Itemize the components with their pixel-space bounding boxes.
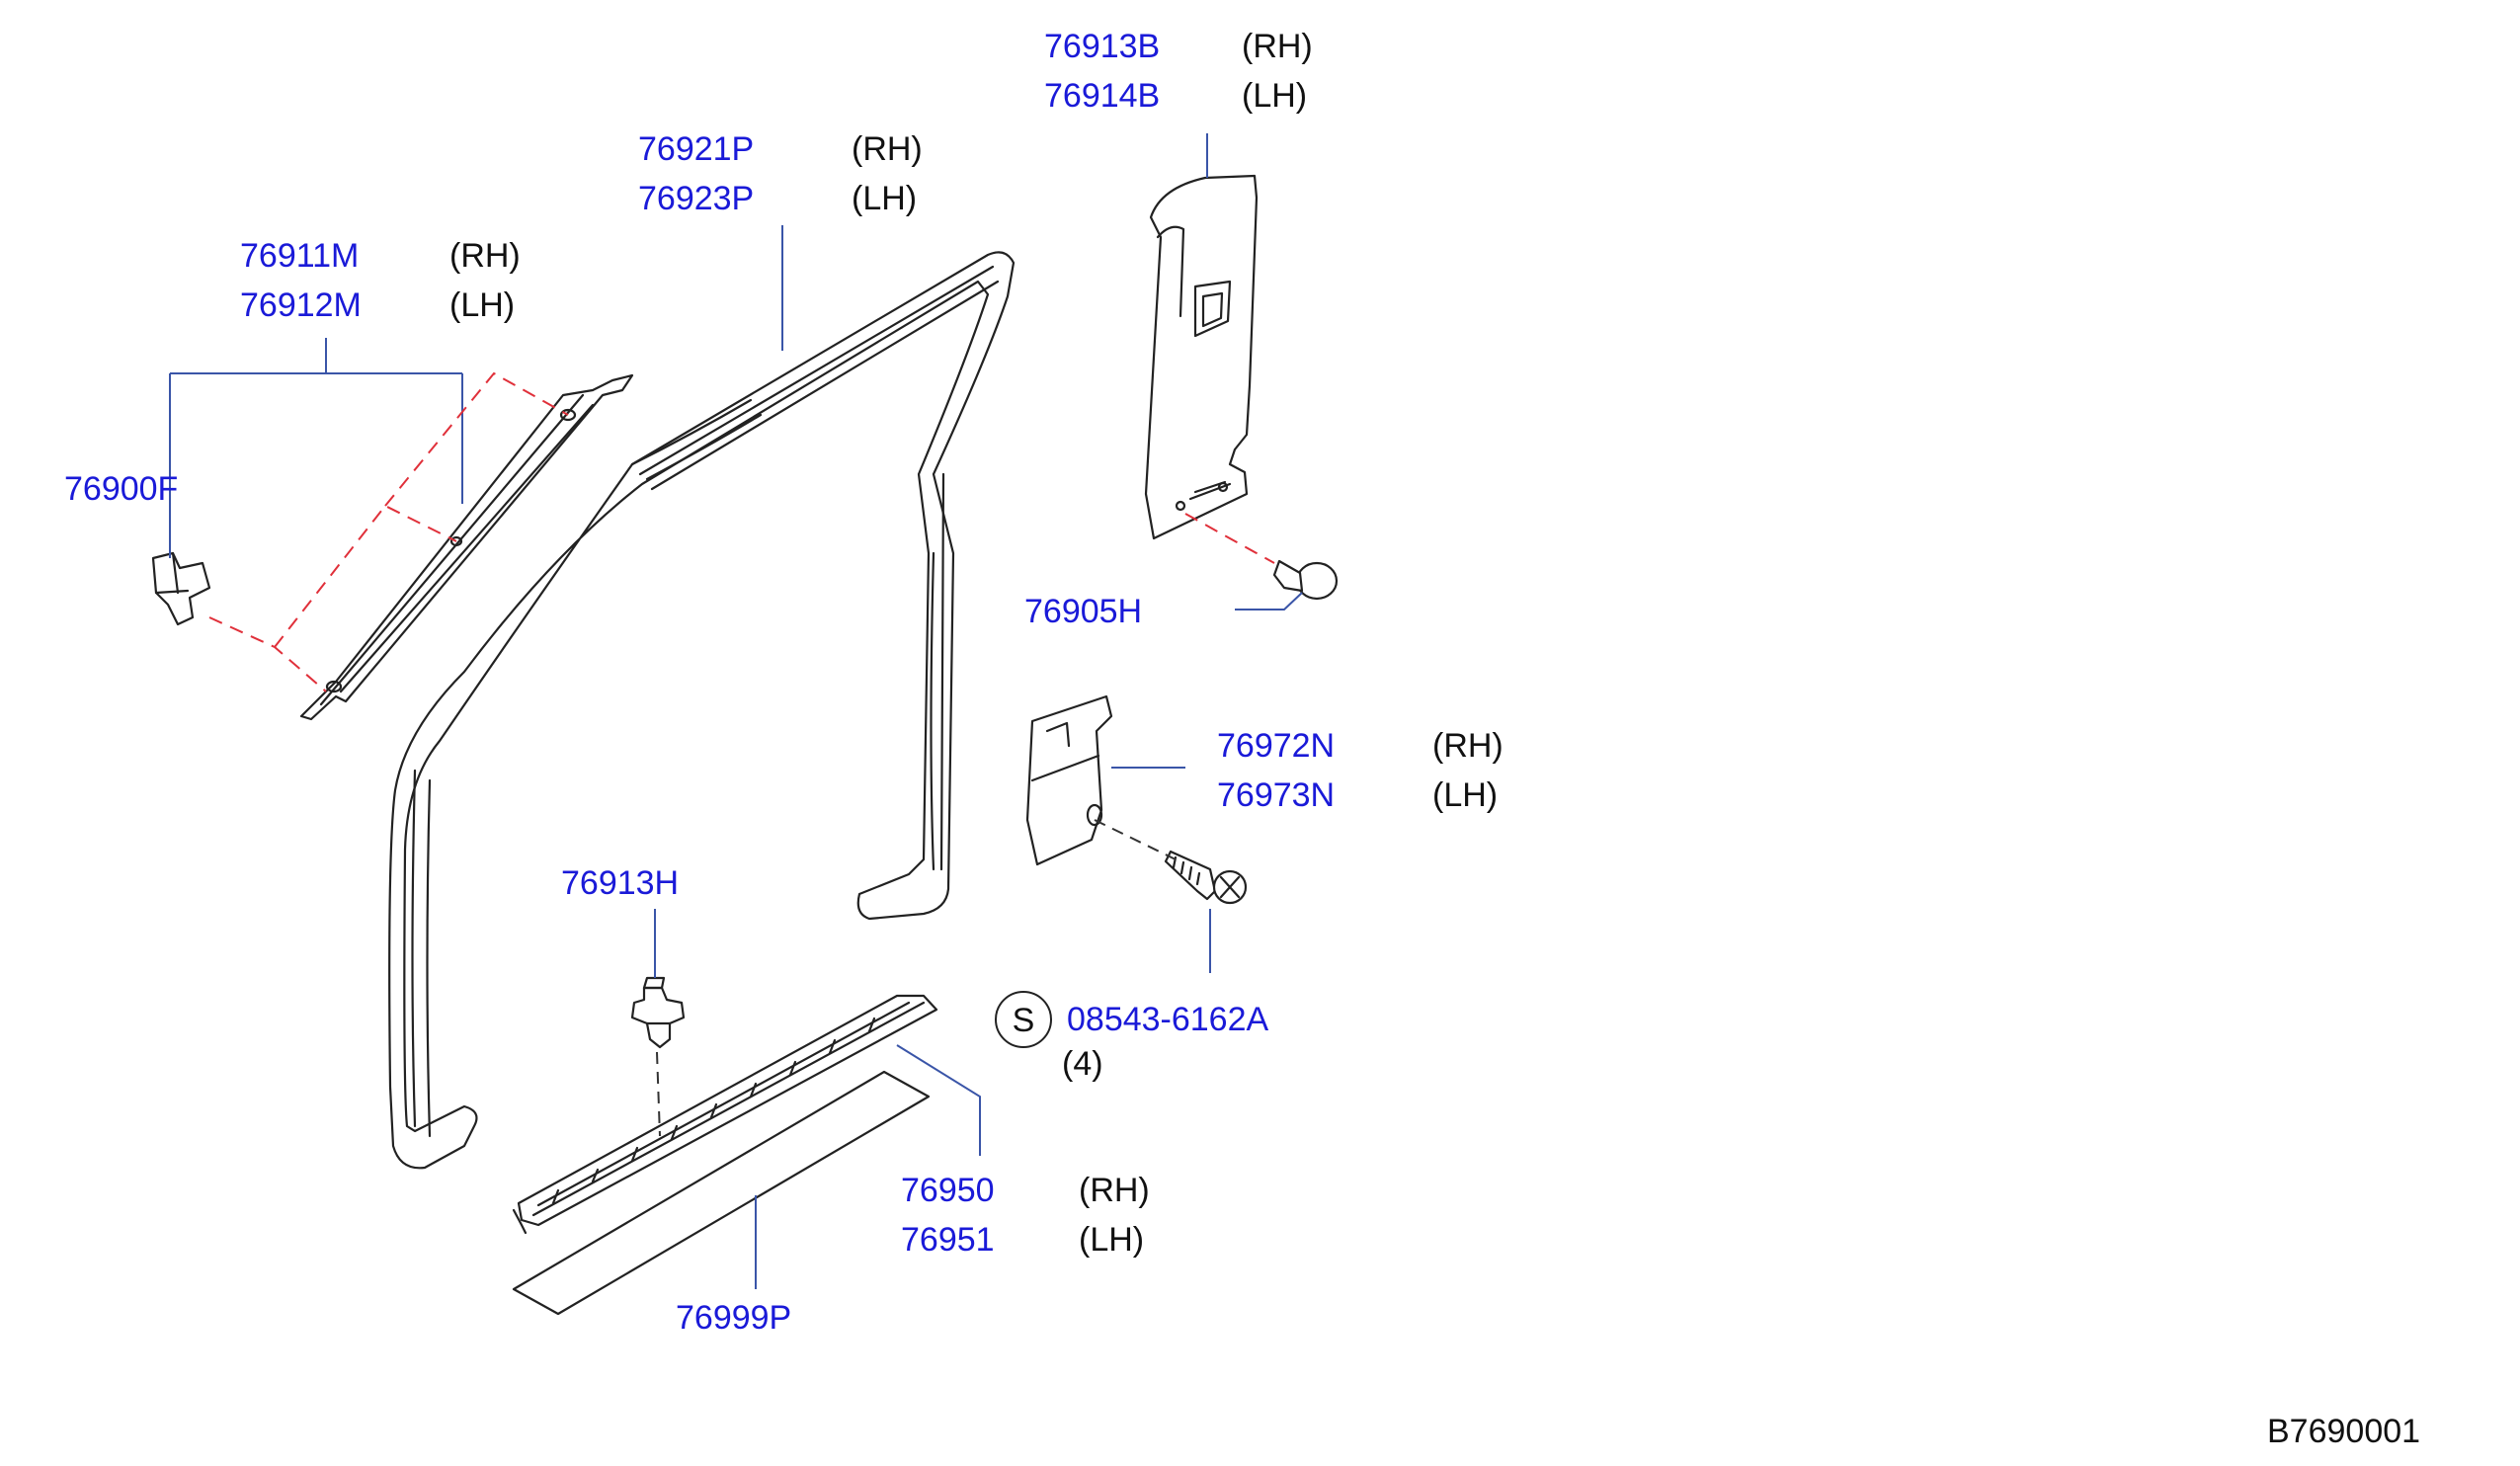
push-rivet-icon <box>1272 559 1339 601</box>
label-76912M[interactable]: 76912M <box>240 286 362 324</box>
label-76913B-side: (RH) <box>1242 28 1313 65</box>
label-76923P[interactable]: 76923P <box>638 180 754 217</box>
label-76921P-side: (RH) <box>852 130 923 168</box>
label-76973N[interactable]: 76973N <box>1217 776 1335 814</box>
label-76951-side: (LH) <box>1079 1221 1144 1259</box>
label-76923P-side: (LH) <box>852 180 917 217</box>
door-weatherstrip <box>388 251 1016 1170</box>
label-76900F[interactable]: 76900F <box>64 470 178 508</box>
label-76999P[interactable]: 76999P <box>676 1299 791 1337</box>
leader-lines <box>169 133 1303 1289</box>
label-76921P[interactable]: 76921P <box>638 130 754 168</box>
label-76951[interactable]: 76951 <box>901 1221 995 1259</box>
label-76973N-side: (LH) <box>1432 776 1498 814</box>
label-76972N-side: (RH) <box>1432 727 1504 765</box>
label-76950-side: (RH) <box>1079 1172 1150 1209</box>
standard-part-mark <box>995 991 1052 1048</box>
center-pillar-garnish <box>1144 174 1259 540</box>
kicking-plate <box>512 994 938 1235</box>
label-76911M[interactable]: 76911M <box>240 237 359 275</box>
label-76912M-side: (LH) <box>449 286 515 324</box>
label-76905H[interactable]: 76905H <box>1024 593 1142 630</box>
diagram-reference: B7690001 <box>2267 1413 2420 1450</box>
trim-clip-icon <box>630 976 686 1049</box>
label-76972N[interactable]: 76972N <box>1217 727 1335 765</box>
label-08543-qty: (4) <box>1062 1045 1103 1083</box>
label-76911M-side: (RH) <box>449 237 521 275</box>
label-76913H[interactable]: 76913H <box>561 864 679 902</box>
screw-icon <box>1164 850 1248 905</box>
label-08543-6162A[interactable]: 08543-6162A <box>1067 1001 1269 1038</box>
label-76913B[interactable]: 76913B <box>1044 28 1160 65</box>
lower-pillar-bracket <box>1025 694 1113 866</box>
label-76914B-side: (LH) <box>1242 77 1307 115</box>
front-pillar-garnish <box>299 373 634 721</box>
label-76950[interactable]: 76950 <box>901 1172 995 1209</box>
standard-part-letter: S <box>1013 1002 1035 1039</box>
sill-tape <box>512 1070 931 1316</box>
dashed-guides <box>208 371 1275 1137</box>
part-labels: 76913B (RH) 76914B (LH) 76921P (RH) 7692… <box>64 28 2420 1450</box>
label-76914B[interactable]: 76914B <box>1044 77 1160 115</box>
clip-icon <box>151 551 211 626</box>
